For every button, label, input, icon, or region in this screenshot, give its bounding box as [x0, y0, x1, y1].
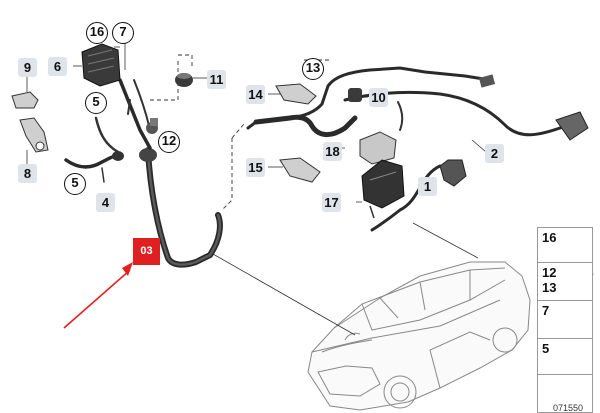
callout-1[interactable]: 1 [418, 177, 437, 196]
highlight-callout-03[interactable]: 03 [133, 238, 160, 265]
part-12-clip [146, 118, 158, 134]
diagram-code: 071550 [553, 403, 584, 413]
legend-number: 7 [542, 303, 550, 318]
part-9-bracket [11, 91, 49, 153]
legend-row-7[interactable]: 7 [538, 300, 592, 339]
callout-8[interactable]: 8 [18, 164, 37, 183]
part-15-bracket [279, 157, 321, 183]
callout-15[interactable]: 15 [246, 158, 265, 177]
legend-row-12-13[interactable]: 12 13 [538, 262, 592, 301]
callout-12[interactable]: 12 [158, 131, 180, 153]
callout-13[interactable]: 13 [302, 58, 324, 80]
cable-4 [64, 116, 124, 183]
legend-row-5[interactable]: 5 [538, 338, 592, 375]
battery-cable-main [139, 147, 223, 268]
legend-number: 13 [542, 280, 557, 295]
part-11-grommet [175, 73, 193, 87]
cable-upper-left [118, 78, 152, 150]
vehicle-outline [307, 261, 531, 411]
legend-number: 12 [542, 265, 557, 280]
callout-9[interactable]: 9 [18, 58, 37, 77]
legend-panel: 16 12 13 7 5 [537, 227, 593, 413]
callout-18[interactable]: 18 [323, 142, 342, 161]
part-14-bracket [275, 83, 317, 105]
callout-7[interactable]: 7 [112, 22, 134, 44]
part-18-cover [359, 131, 397, 165]
callout-17[interactable]: 17 [322, 193, 341, 212]
legend-number: 5 [542, 341, 550, 356]
callout-11[interactable]: 11 [207, 70, 226, 89]
indicator-arrow [63, 262, 133, 329]
callout-10[interactable]: 10 [369, 88, 388, 107]
callout-4[interactable]: 4 [96, 193, 115, 212]
part-10-terminal [348, 88, 362, 102]
legend-row-16[interactable]: 16 [538, 228, 592, 263]
callout-5-upper[interactable]: 5 [85, 92, 107, 114]
callout-14[interactable]: 14 [246, 85, 265, 104]
callout-5-lower[interactable]: 5 [64, 173, 86, 195]
part-17-terminal-box [361, 159, 405, 219]
break-lines [150, 54, 330, 211]
callout-16[interactable]: 16 [86, 22, 108, 44]
legend-number: 16 [542, 230, 557, 245]
part-6-connector-block [81, 43, 121, 87]
callout-2[interactable]: 2 [485, 144, 504, 163]
cable-right [246, 66, 589, 232]
callout-6[interactable]: 6 [48, 57, 67, 76]
